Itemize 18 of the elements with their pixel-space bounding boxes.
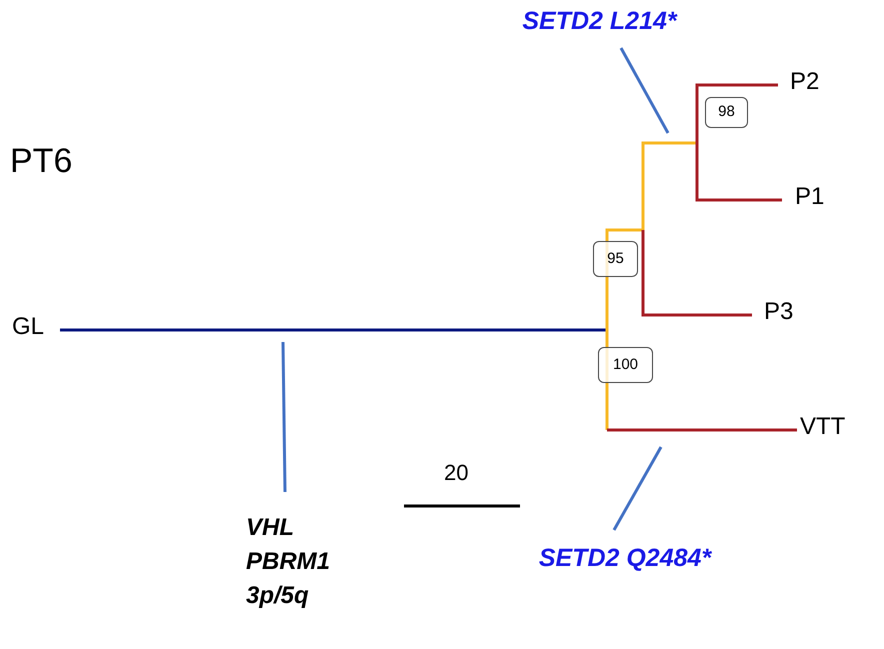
mutation-label: SETD2 Q2484* [538, 546, 712, 570]
mutation-label: SETD2 L214* [522, 8, 677, 34]
mutation-label: 3p/5q [246, 582, 310, 610]
title: PT6 [10, 144, 72, 178]
leaf-label: P1 [795, 185, 824, 209]
leader-line [620, 47, 670, 134]
bootstrap-value-box: 98 [705, 97, 748, 128]
leader-line [612, 446, 662, 531]
mutation-label: VHL [246, 514, 295, 542]
leaf-label: P2 [790, 70, 820, 94]
leaf-label: P3 [764, 300, 794, 324]
scale-label: 20 [444, 462, 468, 484]
root-label: GL [12, 315, 44, 339]
bootstrap-value-box: 95 [593, 241, 638, 277]
leader-line [282, 342, 286, 492]
bootstrap-value-box: 100 [598, 347, 653, 383]
leaf-label: VTT [800, 415, 846, 439]
mutation-label: PBRM1 [246, 548, 332, 576]
